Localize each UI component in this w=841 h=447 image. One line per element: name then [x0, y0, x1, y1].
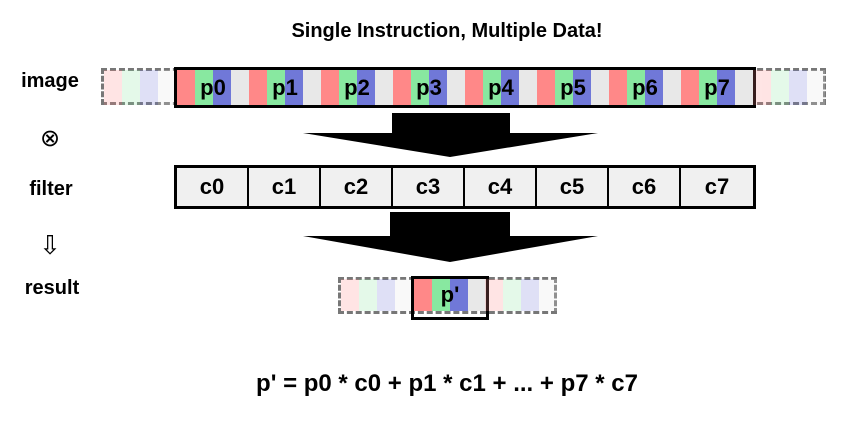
pixel-label: p1 — [272, 74, 298, 100]
blue-channel — [789, 70, 807, 105]
filter-coefficient: c4 — [465, 168, 537, 206]
blue-channel — [213, 70, 231, 105]
alpha-channel — [735, 70, 753, 105]
pixel-label: p0 — [200, 74, 226, 100]
alpha-channel — [468, 279, 486, 311]
alpha-channel — [447, 70, 465, 105]
green-channel — [432, 279, 450, 311]
green-channel — [483, 70, 501, 105]
filter-coefficient: c0 — [177, 168, 249, 206]
alpha-channel — [395, 279, 413, 311]
pixel-label: p4 — [488, 74, 514, 100]
alpha-channel — [231, 70, 249, 105]
image-padding-right — [753, 70, 825, 105]
pixel-label: p5 — [560, 74, 586, 100]
padding-pixel — [341, 279, 413, 311]
green-channel — [122, 70, 140, 105]
pixel: p6 — [609, 70, 681, 105]
pixel: p5 — [537, 70, 609, 105]
green-channel — [195, 70, 213, 105]
down-arrow-2 — [303, 212, 598, 262]
pixel: p7 — [681, 70, 753, 105]
convolve-operator-icon: ⊗ — [39, 125, 61, 152]
alpha-channel — [663, 70, 681, 105]
blue-channel — [357, 70, 375, 105]
green-channel — [411, 70, 429, 105]
arrows — [303, 113, 598, 262]
alpha-channel — [807, 70, 825, 105]
red-channel — [321, 70, 339, 105]
image-label: image — [21, 70, 79, 92]
pixel-label: p6 — [632, 74, 658, 100]
result-pixel: p' — [411, 276, 489, 320]
pixel: p0 — [177, 70, 249, 105]
down-arrow-1 — [303, 113, 598, 157]
red-channel — [465, 70, 483, 105]
red-channel — [393, 70, 411, 105]
red-channel — [753, 70, 771, 105]
green-channel — [699, 70, 717, 105]
red-channel — [609, 70, 627, 105]
red-channel — [414, 279, 432, 311]
green-channel — [503, 279, 521, 311]
filter-coefficient: c1 — [249, 168, 321, 206]
green-channel — [627, 70, 645, 105]
blue-channel — [521, 279, 539, 311]
filter-coefficient: c7 — [681, 168, 753, 206]
pixel-label: p7 — [704, 74, 730, 100]
green-channel — [771, 70, 789, 105]
green-channel — [267, 70, 285, 105]
blue-channel — [377, 279, 395, 311]
pixel-label: p3 — [416, 74, 442, 100]
red-channel — [249, 70, 267, 105]
red-channel — [537, 70, 555, 105]
blue-channel — [717, 70, 735, 105]
diagram-title: Single Instruction, Multiple Data! — [291, 20, 603, 42]
green-channel — [339, 70, 357, 105]
filter-coefficient: c6 — [609, 168, 681, 206]
filter-coefficient: c5 — [537, 168, 609, 206]
padding-pixel — [104, 70, 176, 105]
alpha-channel — [158, 70, 176, 105]
alpha-channel — [591, 70, 609, 105]
red-channel — [681, 70, 699, 105]
blue-channel — [573, 70, 591, 105]
alpha-channel — [303, 70, 321, 105]
padding-pixel — [485, 279, 557, 311]
pixel-label: p2 — [344, 74, 370, 100]
pixel: p3 — [393, 70, 465, 105]
filter-coefficient: c2 — [321, 168, 393, 206]
pixel: p4 — [465, 70, 537, 105]
blue-channel — [429, 70, 447, 105]
alpha-channel — [519, 70, 537, 105]
alpha-channel — [539, 279, 557, 311]
filter-coefficient: c3 — [393, 168, 465, 206]
image-padding-left — [104, 70, 176, 105]
green-channel — [359, 279, 377, 311]
formula: p' = p0 * c0 + p1 * c1 + ... + p7 * c7 — [256, 370, 638, 397]
pixel: p2 — [321, 70, 393, 105]
green-channel — [555, 70, 573, 105]
pixel: p1 — [249, 70, 321, 105]
result-label: result — [24, 277, 80, 299]
image-strip: p0 p1 p2 p3 p4 p5 p6 p7 — [174, 67, 756, 108]
pixel-label: p' — [440, 282, 460, 307]
pixel: p' — [414, 279, 486, 311]
blue-channel — [450, 279, 468, 311]
red-channel — [104, 70, 122, 105]
blue-channel — [285, 70, 303, 105]
red-channel — [485, 279, 503, 311]
red-channel — [341, 279, 359, 311]
blue-channel — [140, 70, 158, 105]
blue-channel — [501, 70, 519, 105]
filter-label: filter — [29, 178, 73, 200]
blue-channel — [645, 70, 663, 105]
padding-pixel — [753, 70, 825, 105]
red-channel — [177, 70, 195, 105]
alpha-channel — [375, 70, 393, 105]
result-padding-right — [485, 279, 557, 311]
result-padding-left — [341, 279, 413, 311]
down-arrow-icon: ⇩ — [39, 230, 61, 260]
